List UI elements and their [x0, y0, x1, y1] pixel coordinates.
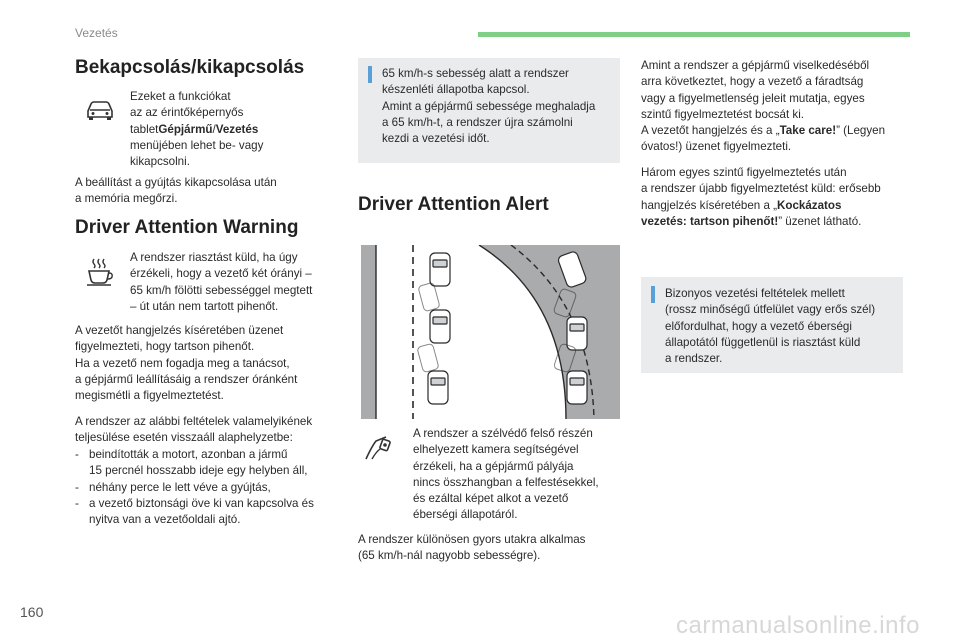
- take-care-message: Take care!: [779, 124, 837, 138]
- alert-p2b: hangjelzés kíséretében a „Kockázatos: [641, 198, 911, 214]
- title-driver-attention-alert: Driver Attention Alert: [358, 194, 549, 215]
- header-rule: [478, 32, 910, 37]
- watermark: carmanualsonline.info: [676, 612, 920, 639]
- text-span: ” (Legyen: [836, 124, 886, 138]
- intro-line: Ezeket a funkciókat: [130, 90, 231, 103]
- intro-line: kikapcsolni.: [130, 155, 190, 169]
- lane-departure-illustration: [361, 245, 620, 419]
- alert-p2: Három egyes szintű figyelmeztetés után a…: [641, 166, 881, 196]
- menu-driving: Vezetés: [215, 122, 259, 136]
- alert-description: Amint a rendszer a gépjármű viselkedéséb…: [641, 58, 911, 156]
- text-span: A vezetőt hangjelzés és a „: [641, 124, 780, 138]
- info-box-speed: [358, 58, 620, 163]
- list-item: beindították a motort, azonban a jármű 1…: [75, 447, 350, 480]
- memory-note: A beállítást a gyújtás kikapcsolása után…: [75, 176, 277, 206]
- section-header: Vezetés: [75, 26, 118, 40]
- alert-p1b: A vezetőt hangjelzés és a „Take care!” (…: [641, 123, 911, 139]
- dawarn-alert-text: A vezetőt hangjelzés kíséretében üzenet …: [75, 324, 298, 403]
- info-box-conditions: [641, 277, 903, 373]
- text-span: ” üzenet látható.: [778, 214, 862, 228]
- camera-icon: [365, 436, 391, 460]
- intro-line: tabletGépjármű/Vezetés: [130, 122, 330, 138]
- escalation-description: Három egyes szintű figyelmeztetés után a…: [641, 165, 911, 230]
- coffee-cup-icon: [87, 258, 113, 286]
- title-driver-attention-warning: Driver Attention Warning: [75, 217, 299, 238]
- title-enable-disable: Bekapcsolás/kikapcsolás: [75, 57, 305, 78]
- intro-line: menüjében lehet be- vagy: [130, 138, 264, 152]
- intro-text: Ezeket a funkciókat az az érintőképernyő…: [130, 89, 330, 170]
- camera-text: A rendszer a szélvédő felső részén elhel…: [413, 427, 599, 522]
- page-number: 160: [20, 604, 44, 620]
- info-conditions-text: Bizonyos vezetési feltételek mellett (ro…: [665, 287, 876, 366]
- reset-intro: A rendszer az alábbi feltételek valamely…: [75, 415, 313, 445]
- car-icon: [87, 101, 113, 120]
- menu-vehicle: Gépjármű: [158, 122, 213, 136]
- alert-p1c: óvatos!) üzenet figyelmezteti.: [641, 140, 792, 154]
- dawarn-text: A rendszer riasztást küld, ha úgy érzéke…: [130, 251, 313, 313]
- risky-driving-message: Kockázatos: [777, 198, 842, 212]
- info-icon: [651, 286, 655, 303]
- risky-driving-message-cont: vezetés: tartson pihenőt!: [641, 214, 779, 228]
- intro-line: az az érintőképernyős: [130, 106, 244, 120]
- suitability-text: A rendszer különösen gyors utakra alkalm…: [358, 533, 586, 563]
- info-icon: [368, 66, 372, 83]
- alert-p2c: vezetés: tartson pihenőt!” üzenet láthat…: [641, 214, 911, 230]
- list-item: a vezető biztonsági öve ki van kapcsolva…: [75, 496, 350, 529]
- alert-p1: Amint a rendszer a gépjármű viselkedéséb…: [641, 59, 870, 121]
- text-span: hangjelzés kíséretében a „: [641, 198, 777, 212]
- menu-separator: /: [212, 122, 216, 136]
- info-speed-text: 65 km/h-s sebesség alatt a rendszer kész…: [382, 67, 596, 146]
- list-item: néhány perce le lett véve a gyújtás,: [75, 480, 350, 497]
- reset-conditions-list: beindították a motort, azonban a jármű 1…: [75, 447, 350, 528]
- intro-pre: tablet: [130, 122, 159, 136]
